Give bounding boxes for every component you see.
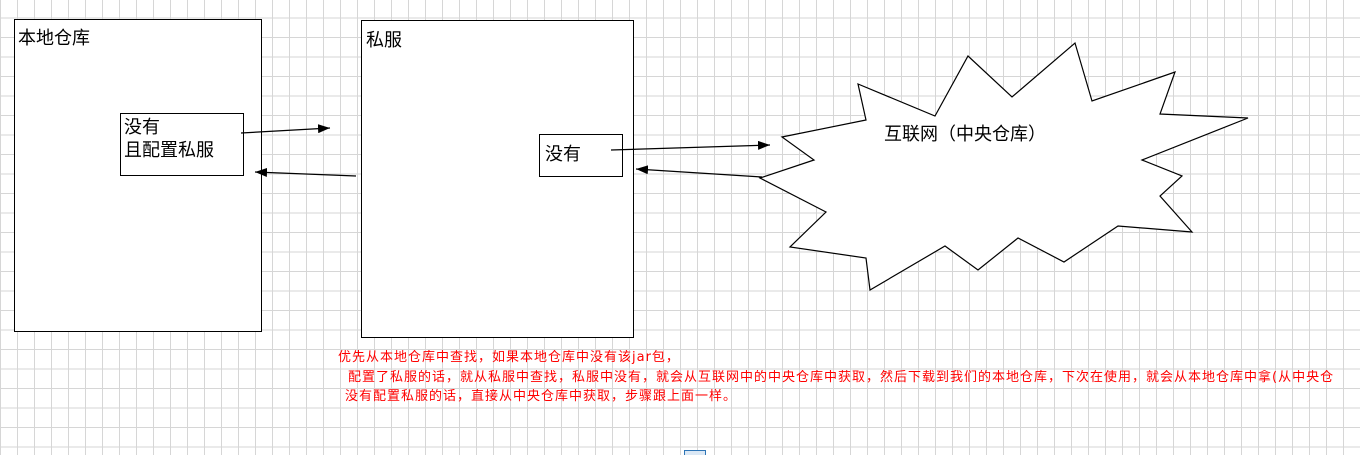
private-server-title: 私服 [366,30,402,51]
internet-label: 互联网（中央仓库） [884,124,1046,145]
arrow-private-to-internet[interactable] [610,140,771,151]
note-line-2: 配置了私服的话，就从私服中查找，私服中没有，就会从互联网中的中央仓库中获取，然后… [348,370,1335,385]
private-server-note-box[interactable] [539,134,623,177]
arrow-internet-to-private[interactable] [635,165,763,178]
internet-starburst[interactable] [758,41,1249,291]
note-line-1: 优先从本地仓库中查找，如果本地仓库中没有该jar包， [338,350,680,365]
blue-marker-icon [684,450,706,455]
arrow-local-to-private[interactable] [240,124,331,134]
local-repo-note-line1: 没有 [124,117,160,138]
local-repo-note-box[interactable] [120,113,244,176]
private-server-note: 没有 [545,144,581,165]
note-line-3: 没有配置私服的话，直接从中央仓库中获取，步骤跟上面一样。 [345,389,738,404]
arrow-private-to-local[interactable] [254,167,357,177]
private-server-box[interactable] [361,20,634,338]
local-repo-title: 本地仓库 [18,28,90,49]
local-repo-note-line2: 且配置私服 [124,140,214,161]
